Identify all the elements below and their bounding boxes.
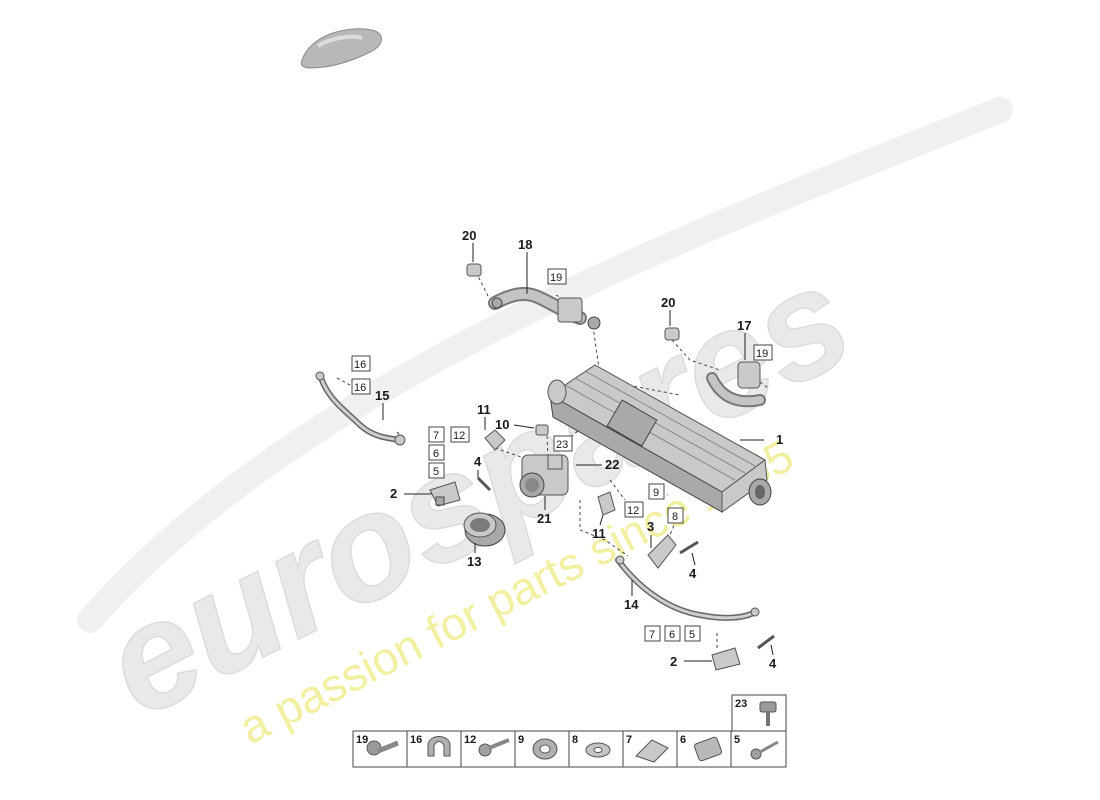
callout-4a[interactable]: 4 [474,454,482,469]
box-ref-7b[interactable]: 7 [649,629,655,641]
box-ref-16b[interactable]: 16 [354,382,366,394]
callout-17[interactable]: 17 [737,318,751,333]
callout-22[interactable]: 22 [605,457,619,472]
box-ref-12a[interactable]: 12 [453,430,465,442]
box-ref-6b[interactable]: 6 [669,629,675,641]
legend-num-8: 8 [572,734,578,746]
leader-lines [382,243,774,662]
bolt-icon [366,740,399,756]
box-ref-19a[interactable]: 19 [550,272,562,284]
legend-num-12: 12 [464,734,476,746]
box-ref-12b[interactable]: 12 [627,505,639,517]
callout-13[interactable]: 13 [467,554,481,569]
coolant-pipe-part[interactable] [615,555,760,621]
callout-20a[interactable]: 20 [462,228,476,243]
legend-num-6: 6 [680,734,686,746]
bracket-icon [635,739,669,763]
callout-14[interactable]: 14 [624,597,639,612]
callout-11b[interactable]: 11 [592,526,606,541]
fastener-legend: 23 19 16 12 9 8 [352,694,787,768]
callout-2b[interactable]: 2 [670,654,677,669]
legend-num-19: 19 [356,734,368,746]
charge-air-pipe-part[interactable] [488,286,601,330]
callout-11a[interactable]: 11 [477,402,491,417]
callout-10[interactable]: 10 [495,417,509,432]
callout-18[interactable]: 18 [518,237,532,252]
legend-num-5: 5 [734,734,740,746]
coolant-line-part[interactable] [315,371,406,446]
callouts: 20 18 20 17 15 11 10 1 4 22 2 21 3 11 13… [375,228,783,671]
hose-part[interactable] [706,361,766,408]
box-ref-7a[interactable]: 7 [433,430,439,442]
box-ref-16a[interactable]: 16 [354,359,366,371]
box-ref-23[interactable]: 23 [556,439,568,451]
clip-icon [427,736,451,757]
washer-icon [585,742,611,758]
clamp-part[interactable] [466,263,680,341]
box-ref-5b[interactable]: 5 [689,629,695,641]
callout-4c[interactable]: 4 [769,656,777,671]
bracket-part[interactable] [429,481,461,507]
intercooler-part[interactable] [547,364,772,513]
grommet-icon [532,738,558,760]
bolt-part[interactable] [476,476,775,650]
callout-1[interactable]: 1 [776,432,783,447]
bracket-part[interactable] [647,534,677,569]
box-ref-8[interactable]: 8 [672,511,678,523]
box-ref-9[interactable]: 9 [653,487,659,499]
box-ref-6a[interactable]: 6 [433,448,439,460]
legend-num-23: 23 [735,698,747,710]
callout-2a[interactable]: 2 [390,486,397,501]
sensor-part[interactable] [484,424,616,516]
car-thumbnail-icon[interactable] [300,28,382,69]
boxed-refs: 19 19 16 16 7 12 6 5 23 9 12 8 7 6 5 [351,268,773,642]
box-ref-5a[interactable]: 5 [433,466,439,478]
throttle-body-part[interactable] [519,454,569,498]
callout-4b[interactable]: 4 [689,566,697,581]
legend-num-16: 16 [410,734,422,746]
sleeve-part[interactable] [463,512,506,547]
callout-15[interactable]: 15 [375,388,389,403]
bushing-icon [693,736,723,762]
hex-bolt-icon [759,701,777,726]
pin-icon [750,740,779,760]
callout-3[interactable]: 3 [647,519,654,534]
box-ref-19b[interactable]: 19 [756,348,768,360]
bracket-part[interactable] [711,647,741,671]
callout-21[interactable]: 21 [537,511,551,526]
legend-num-7: 7 [626,734,632,746]
legend-num-9: 9 [518,734,524,746]
callout-20b[interactable]: 20 [661,295,675,310]
screw-icon [478,738,510,757]
